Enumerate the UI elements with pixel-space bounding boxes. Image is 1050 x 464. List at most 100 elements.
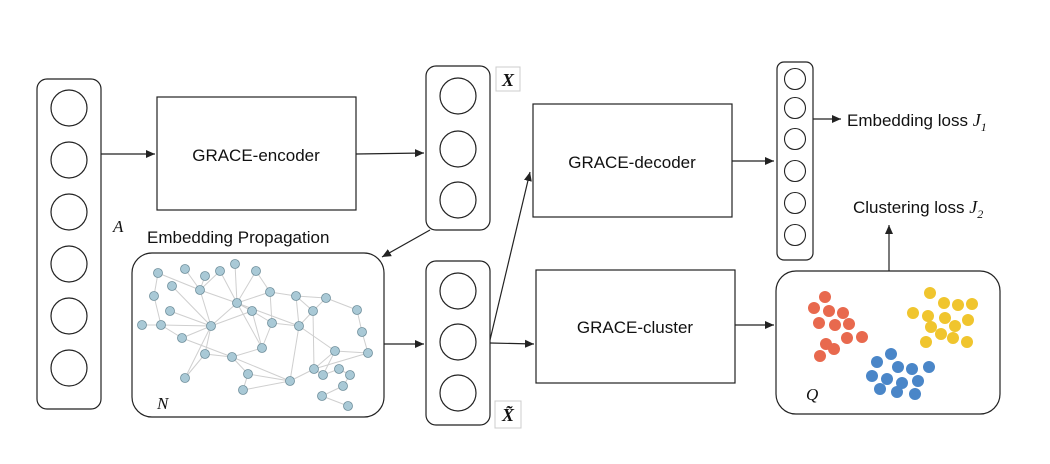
graph-node <box>352 305 362 315</box>
graph-node <box>251 266 261 276</box>
cluster-dot-yellow <box>962 314 974 326</box>
propagation-graph <box>137 259 373 411</box>
graph-edge <box>234 263 238 304</box>
xtilde-label-box <box>494 400 522 429</box>
encoder-label: GRACE-encoder <box>192 146 320 165</box>
input-neuron <box>50 297 88 335</box>
graph-node <box>363 348 373 358</box>
cluster-dot-red <box>829 319 841 331</box>
input-neuron <box>50 141 88 179</box>
encoder-box <box>156 96 357 211</box>
graph-node <box>149 291 159 301</box>
cluster-dot-yellow <box>938 297 950 309</box>
x-label-box <box>495 66 521 92</box>
graph-edge <box>231 347 263 358</box>
graph-edge <box>236 302 300 327</box>
clustering-loss-label: Clustering loss J2 <box>853 197 983 221</box>
graph-node <box>215 266 225 276</box>
embedding-neuron <box>439 130 477 168</box>
input-label-a: A <box>112 217 124 236</box>
embedding-vector-x <box>425 65 491 231</box>
graph-edge <box>289 325 300 382</box>
graph-node <box>243 369 253 379</box>
graph-node <box>343 401 353 411</box>
cluster-dot-red <box>813 317 825 329</box>
graph-node <box>257 343 267 353</box>
graph-edge <box>157 272 201 291</box>
graph-node <box>317 391 327 401</box>
graph-node <box>294 321 304 331</box>
embedding-neuron <box>439 323 477 361</box>
output-neuron <box>783 96 807 120</box>
graph-node <box>167 281 177 291</box>
cluster-dot-blue <box>866 370 878 382</box>
cluster-dot-blue <box>892 361 904 373</box>
graph-node <box>156 320 166 330</box>
graph-edge <box>325 297 358 311</box>
cluster-dot-yellow <box>920 336 932 348</box>
reconstruction-vector <box>776 61 814 261</box>
graph-edge <box>242 380 291 391</box>
cluster-dot-blue <box>909 388 921 400</box>
graph-node <box>177 333 187 343</box>
graph-node <box>318 370 328 380</box>
cluster-dot-yellow <box>966 298 978 310</box>
cluster-dot-yellow <box>907 307 919 319</box>
graph-node <box>200 349 210 359</box>
arrow-xtilde-to-cluster <box>489 339 535 348</box>
graph-edge <box>298 325 336 352</box>
cluster-dot-yellow <box>947 332 959 344</box>
graph-edge <box>269 291 273 324</box>
graph-label-n: N <box>156 394 170 413</box>
output-neuron <box>783 191 807 215</box>
graph-edge <box>312 310 315 370</box>
cluster-dot-blue <box>891 386 903 398</box>
graph-node <box>338 381 348 391</box>
graph-edge <box>219 270 238 304</box>
graph-edge <box>210 302 238 327</box>
graph-node <box>153 268 163 278</box>
graph-node <box>267 318 277 328</box>
graph-node <box>232 298 242 308</box>
graph-node <box>308 306 318 316</box>
graph-node <box>165 306 175 316</box>
cluster-dot-red <box>823 305 835 317</box>
input-neuron <box>50 193 88 231</box>
graph-node <box>227 352 237 362</box>
graph-node <box>180 373 190 383</box>
graph-edge <box>169 310 212 327</box>
embedding-loss-label: Embedding loss J1 <box>847 110 987 134</box>
graph-edge <box>171 285 212 327</box>
graph-node <box>230 259 240 269</box>
cluster-dot-red <box>841 332 853 344</box>
cluster-dot-red <box>837 307 849 319</box>
embedding-neuron <box>439 272 477 310</box>
graph-edge <box>199 289 238 304</box>
graph-node <box>137 320 147 330</box>
graph-node <box>334 364 344 374</box>
graph-node <box>265 287 275 297</box>
graph-edge <box>210 310 253 327</box>
graph-edge <box>295 295 300 327</box>
output-neuron <box>783 159 807 183</box>
graph-edge <box>184 325 212 379</box>
cluster-dot-yellow <box>952 299 964 311</box>
graph-edge <box>295 295 327 299</box>
x-label: X <box>501 70 515 90</box>
cluster-dot-blue <box>906 363 918 375</box>
xtilde-label: X̃ <box>501 405 515 425</box>
embedding-neuron <box>439 77 477 115</box>
graph-node <box>200 271 210 281</box>
cluster-dot-yellow <box>939 312 951 324</box>
graph-node <box>291 291 301 301</box>
cluster-box <box>535 269 736 384</box>
graph-edge <box>236 302 263 349</box>
cluster-dot-blue <box>896 377 908 389</box>
cluster-dot-yellow <box>922 310 934 322</box>
q-label: Q <box>806 385 818 404</box>
input-vector-a <box>36 78 102 410</box>
cluster-dot-red <box>808 302 820 314</box>
cluster-dot-red <box>828 343 840 355</box>
graph-edge <box>184 353 206 379</box>
output-neuron <box>783 127 807 151</box>
